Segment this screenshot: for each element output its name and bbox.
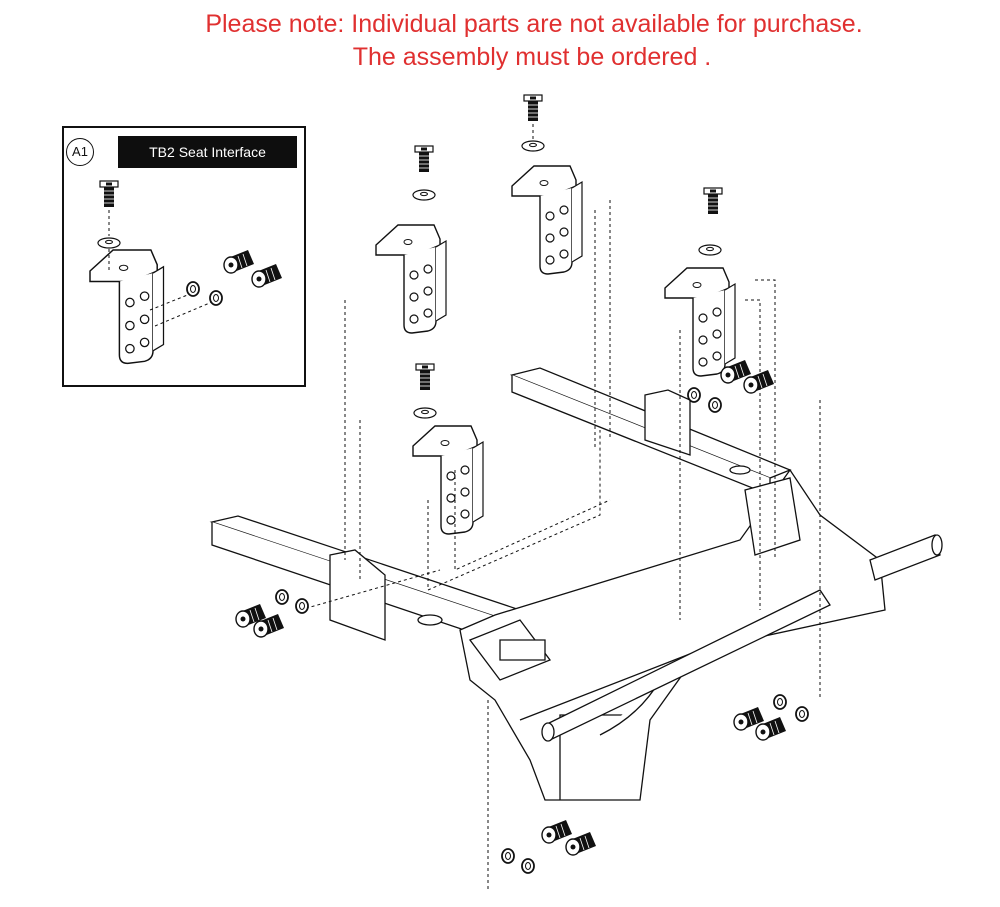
screw-upper-left [414, 145, 434, 173]
screw-middle-left [415, 363, 435, 391]
washer-top-center [521, 140, 545, 152]
screw-upper-right [703, 187, 723, 215]
bracket-upper-left [375, 224, 447, 334]
washer-upper-left [412, 189, 436, 201]
hardware-left [235, 589, 309, 638]
bracket-upper-right [664, 267, 736, 377]
callout-id-badge: A1 [66, 138, 94, 166]
callout-box [62, 126, 306, 387]
notice-line-1: Please note: Individual parts are not av… [205, 10, 863, 38]
alignment-lines [299, 200, 821, 890]
screw-top-center [523, 94, 543, 122]
rear-rail [509, 367, 792, 496]
front-rail [209, 515, 523, 641]
hardware-front-right [733, 694, 809, 741]
callout-lock-washer-2 [209, 290, 223, 306]
bracket-top-center [511, 165, 583, 275]
mount-block [468, 477, 801, 681]
washer-middle-left [413, 407, 437, 419]
purchase-notice: Please note: Individual parts are not av… [0, 8, 1000, 74]
callout-lock-washer-1 [186, 281, 200, 297]
notice-line-2: The assembly must be ordered . [352, 43, 712, 71]
hardware-bottom [501, 819, 597, 874]
callout-washer [97, 237, 121, 249]
axle [541, 534, 943, 742]
bracket-middle-left [412, 425, 484, 535]
callout-label: TB2 Seat Interface [118, 136, 297, 168]
washer-upper-right [698, 244, 722, 256]
